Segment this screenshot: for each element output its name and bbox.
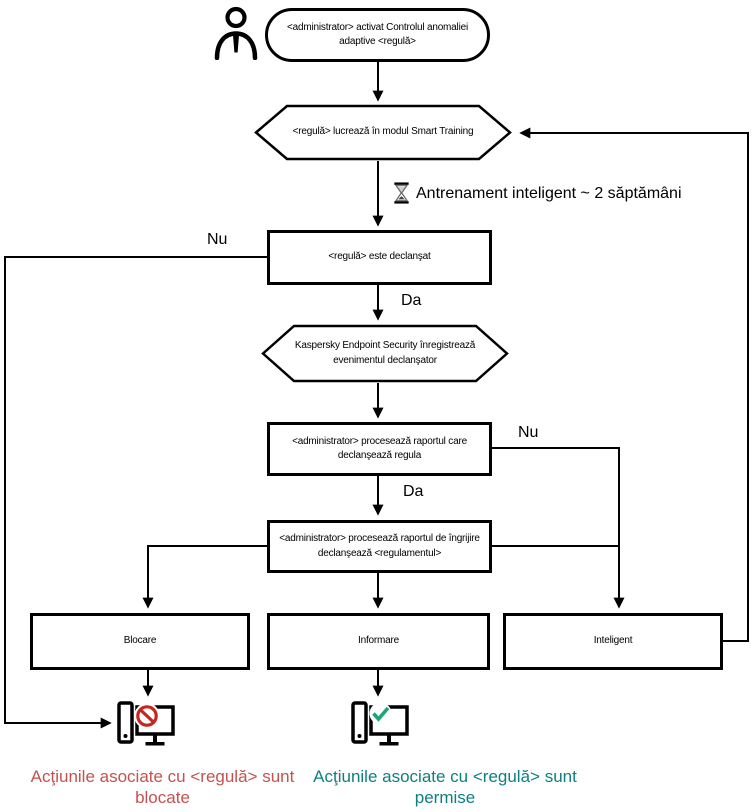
outcome-allowed-text: Acţiunile asociate cu <regulă> sunt perm… [313, 767, 577, 808]
node-start: <administrator> activat Controlul anomal… [265, 8, 490, 62]
edge-label-yes-1: Da [401, 292, 422, 309]
node-rule-triggered-label: <regulă> este declanşat [328, 251, 431, 263]
node-admin-report: <administrator> procesează raportul care… [267, 422, 492, 476]
edge-label-no-left: Nu [207, 231, 228, 248]
training-duration-note: Antrenament inteligent ~ 2 săptămâni [416, 185, 682, 202]
hexagon-shape [261, 324, 509, 383]
edge-label-yes-2: Da [403, 483, 424, 500]
node-block-action: Blocare [30, 613, 250, 670]
node-smart-action-label: Inteligent [593, 635, 633, 647]
node-admin-care-report-label: <administrator> procesează raportul de î… [279, 533, 480, 559]
hourglass-icon [394, 182, 409, 204]
computer-blocked-icon [117, 701, 175, 746]
edge-label-no-right: Nu [518, 424, 539, 441]
node-inform-action: Informare [267, 613, 490, 670]
node-kes-registers: Kaspersky Endpoint Security înregistreaz… [261, 324, 509, 383]
node-start-label: <administrator> activat Controlul anomal… [287, 21, 468, 48]
node-smart-action: Inteligent [503, 613, 723, 670]
computer-allowed-icon [351, 701, 409, 746]
hexagon-shape [254, 104, 512, 161]
node-admin-care-report: <administrator> procesează raportul de î… [267, 520, 492, 573]
outcome-blocked-text: Acţiunile asociate cu <regulă> sunt bloc… [30, 767, 295, 808]
node-smart-training-label: <regulă> lucrează în modul Smart Trainin… [292, 126, 474, 138]
node-kes-registers-label: Kaspersky Endpoint Security înregistreaz… [294, 340, 476, 366]
node-admin-report-label: <administrator> procesează raportul care… [292, 435, 467, 462]
node-inform-action-label: Informare [358, 635, 399, 647]
node-block-action-label: Blocare [123, 635, 157, 647]
node-smart-training: <regulă> lucrează în modul Smart Trainin… [254, 104, 512, 161]
node-rule-triggered: <regulă> este declanşat [267, 230, 492, 285]
person-icon [214, 6, 258, 60]
